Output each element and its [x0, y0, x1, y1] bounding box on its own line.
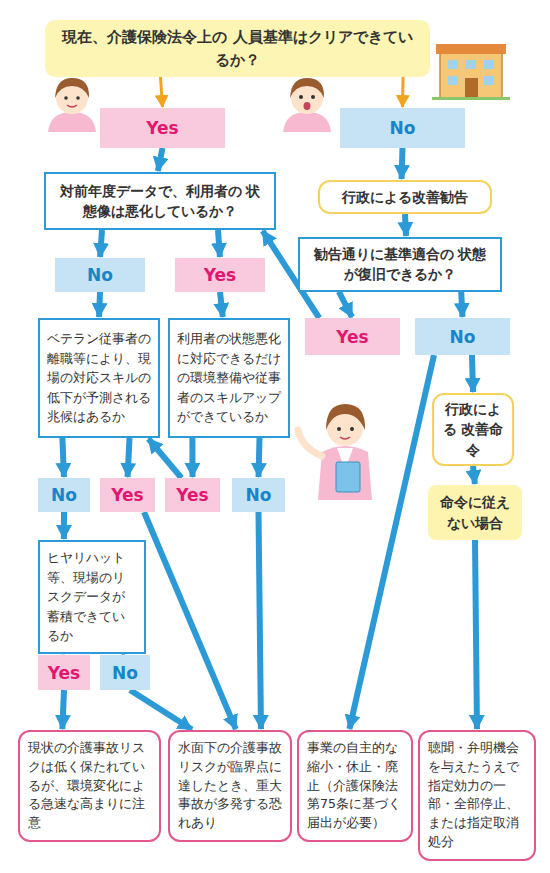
node-text: Yes	[176, 485, 208, 505]
flow-arrow	[61, 512, 67, 539]
node-text: 現状の介護事故リスクは低く保たれているが、環境変化による急速な高まりに注意	[28, 739, 151, 833]
node-text: ヒヤリハット等、現場のリスクデータが蓄積できているか	[47, 548, 137, 646]
node-text: 利用者の状態悪化に対応できるだけの環境整備や従事者のスキルアップができているか	[177, 329, 281, 427]
flow-arrow	[218, 230, 220, 257]
flow-arrow	[130, 690, 192, 729]
flow-arrow	[161, 77, 163, 107]
flow-arrow	[473, 466, 475, 484]
flow-arrow	[62, 690, 64, 729]
node-text: 水面下の介護事故リスクが臨界点に達したとき、重大事故が多発する恐れあり	[178, 739, 282, 833]
node-text: Yes	[336, 327, 368, 347]
flow-arrow	[475, 540, 477, 729]
node-text: No	[450, 327, 476, 347]
yes-label: Yes	[305, 318, 400, 355]
decision-box: ヒヤリハット等、現場のリスクデータが蓄積できているか	[38, 540, 146, 654]
node-text: 行政による 改善命令	[442, 399, 504, 460]
flow-arrow	[339, 292, 352, 318]
decision-box: 利用者の状態悪化に対応できるだけの環境整備や従事者のスキルアップができているか	[168, 318, 290, 438]
no-label: No	[100, 655, 150, 690]
flow-arrow	[401, 77, 405, 107]
node-text: No	[112, 663, 138, 683]
node-text: No	[87, 265, 113, 285]
flow-arrow	[461, 292, 462, 317]
node-text: No	[246, 485, 272, 505]
yes-label: Yes	[165, 478, 220, 512]
result-box: 事業の自主的な縮小・休止・廃止（介護保険法第75条に基づく届出が必要）	[297, 730, 413, 842]
result-box: 現状の介護事故リスクは低く保たれているが、環境変化による急速な高まりに注意	[18, 730, 161, 842]
decision-box: 対前年度データで、利用者の 状態像は悪化しているか？	[44, 172, 276, 230]
action-box: 行政による改善勧告	[318, 180, 492, 214]
node-text: 命令に従え ない場合	[434, 492, 516, 533]
decision-box: ベテラン従事者の離職等により、現場の対応スキルの低下が予測される兆候はあるか	[38, 318, 160, 438]
node-text: 聴聞・弁明機会を与えたうえで指定効力の一部・全部停止、または指定取消処分	[428, 739, 526, 852]
node-text: Yes	[146, 118, 178, 138]
yes-label: Yes	[38, 655, 90, 690]
node-text: 事業の自主的な縮小・休止・廃止（介護保険法第75条に基づく届出が必要）	[307, 739, 403, 833]
node-text: No	[390, 118, 416, 138]
node-text: 行政による改善勧告	[342, 187, 468, 207]
no-label: No	[55, 258, 145, 292]
nurse-icon	[283, 78, 331, 132]
no-label: No	[38, 478, 90, 512]
node-text: 対前年度データで、利用者の 状態像は悪化しているか？	[54, 181, 266, 222]
node-text: ベテラン従事者の離職等により、現場の対応スキルの低下が予測される兆候はあるか	[47, 329, 151, 427]
flow-arrow	[62, 438, 64, 477]
result-box: 水面下の介護事故リスクが臨界点に達したとき、重大事故が多発する恐れあり	[168, 730, 292, 842]
flow-arrow	[128, 438, 130, 477]
flow-arrow	[405, 214, 406, 236]
decision-box: 勧告通りに基準適合の 状態が復旧できるか？	[298, 237, 502, 292]
flow-arrow	[259, 512, 261, 729]
nurse-icon	[48, 78, 96, 132]
condition-box: 命令に従え ない場合	[428, 485, 522, 540]
flow-arrow	[144, 512, 236, 729]
nurse-figure	[298, 404, 372, 500]
flow-arrow	[96, 292, 103, 317]
node-text: Yes	[204, 265, 236, 285]
question-box: 現在、介護保険法令上の 人員基準はクリアできているか？	[45, 20, 430, 77]
flow-arrow	[148, 439, 181, 478]
node-text: No	[51, 485, 77, 505]
no-label: No	[415, 318, 510, 355]
flow-arrow	[256, 438, 263, 477]
flow-arrow	[158, 148, 163, 171]
node-text: Yes	[48, 663, 80, 683]
flow-arrow	[469, 355, 476, 392]
building-icon	[432, 44, 510, 100]
flow-arrow	[399, 148, 406, 179]
flow-arrow	[100, 230, 102, 257]
result-box: 聴聞・弁明機会を与えたうえで指定効力の一部・全部停止、または指定取消処分	[418, 730, 536, 861]
node-text: 現在、介護保険法令上の 人員基準はクリアできているか？	[57, 26, 418, 71]
node-text: Yes	[111, 485, 143, 505]
action-box: 行政による 改善命令	[432, 393, 514, 466]
no-label: No	[232, 478, 285, 512]
flow-arrow	[220, 292, 223, 317]
yes-label: Yes	[100, 478, 155, 512]
no-label: No	[340, 108, 465, 148]
flow-arrow	[349, 355, 434, 729]
flow-arrow	[189, 438, 195, 477]
node-text: 勧告通りに基準適合の 状態が復旧できるか？	[308, 244, 492, 285]
yes-label: Yes	[175, 258, 265, 292]
yes-label: Yes	[100, 108, 225, 148]
